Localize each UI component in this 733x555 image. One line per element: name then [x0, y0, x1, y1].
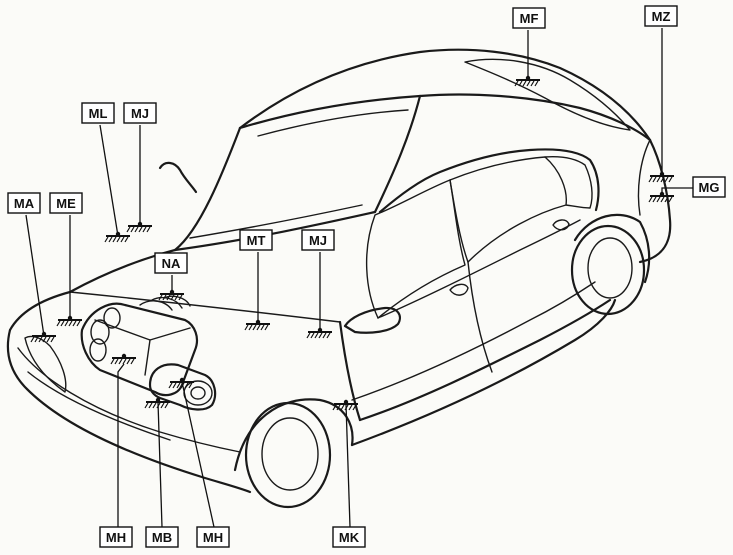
label-text-mj1: MJ — [131, 106, 149, 121]
label-text-ml: ML — [89, 106, 108, 121]
label-text-mj2: MJ — [309, 233, 327, 248]
label-text-mk: MK — [339, 530, 360, 545]
label-ma: MA — [7, 192, 41, 214]
label-text-mh2: MH — [203, 530, 223, 545]
label-mh1: MH — [99, 526, 133, 548]
ground-symbol-mz — [648, 171, 674, 183]
label-text-mg: MG — [699, 180, 720, 195]
label-text-me: ME — [56, 196, 76, 211]
label-mg: MG — [692, 176, 726, 198]
leader-line-mb — [157, 401, 163, 528]
ground-symbol-na — [158, 289, 184, 301]
engine-block — [80, 295, 217, 411]
label-text-mz: MZ — [652, 9, 671, 24]
label-mk: MK — [332, 526, 366, 548]
label-text-mt: MT — [247, 233, 266, 248]
label-mt: MT — [239, 229, 273, 251]
ground-symbol-mh2 — [168, 377, 194, 389]
ground-symbol-mt — [244, 319, 270, 331]
label-text-mh1: MH — [106, 530, 126, 545]
ground-symbol-mf — [514, 75, 540, 87]
ground-symbol-mh1 — [110, 353, 136, 365]
leader-line-mh1 — [117, 363, 125, 527]
leader-line-ml — [99, 124, 119, 237]
label-text-na: NA — [162, 256, 181, 271]
leader-line-mh2 — [181, 381, 215, 528]
ground-symbol-mj2 — [306, 327, 332, 339]
leader-line-ma — [25, 214, 45, 337]
label-mj2: MJ — [301, 229, 335, 251]
label-mh2: MH — [196, 526, 230, 548]
ground-symbol-mg — [648, 191, 674, 203]
label-text-mb: MB — [152, 530, 172, 545]
label-mf: MF — [512, 7, 546, 29]
label-mb: MB — [145, 526, 179, 548]
leader-line-mk — [345, 403, 351, 528]
ground-symbol-mk — [332, 399, 358, 411]
label-mz: MZ — [644, 5, 678, 27]
ground-symbol-mb — [144, 397, 170, 409]
ground-symbol-mj1 — [126, 221, 152, 233]
car-body-outline — [6, 48, 672, 509]
label-mj1: MJ — [123, 102, 157, 124]
label-text-mf: MF — [520, 11, 539, 26]
label-na: NA — [154, 252, 188, 274]
ground-symbol-ml — [104, 231, 130, 243]
label-me: ME — [49, 192, 83, 214]
label-text-ma: MA — [14, 196, 35, 211]
ground-symbol-ma — [30, 331, 56, 343]
label-ml: ML — [81, 102, 115, 124]
ground-symbol-me — [56, 315, 82, 327]
